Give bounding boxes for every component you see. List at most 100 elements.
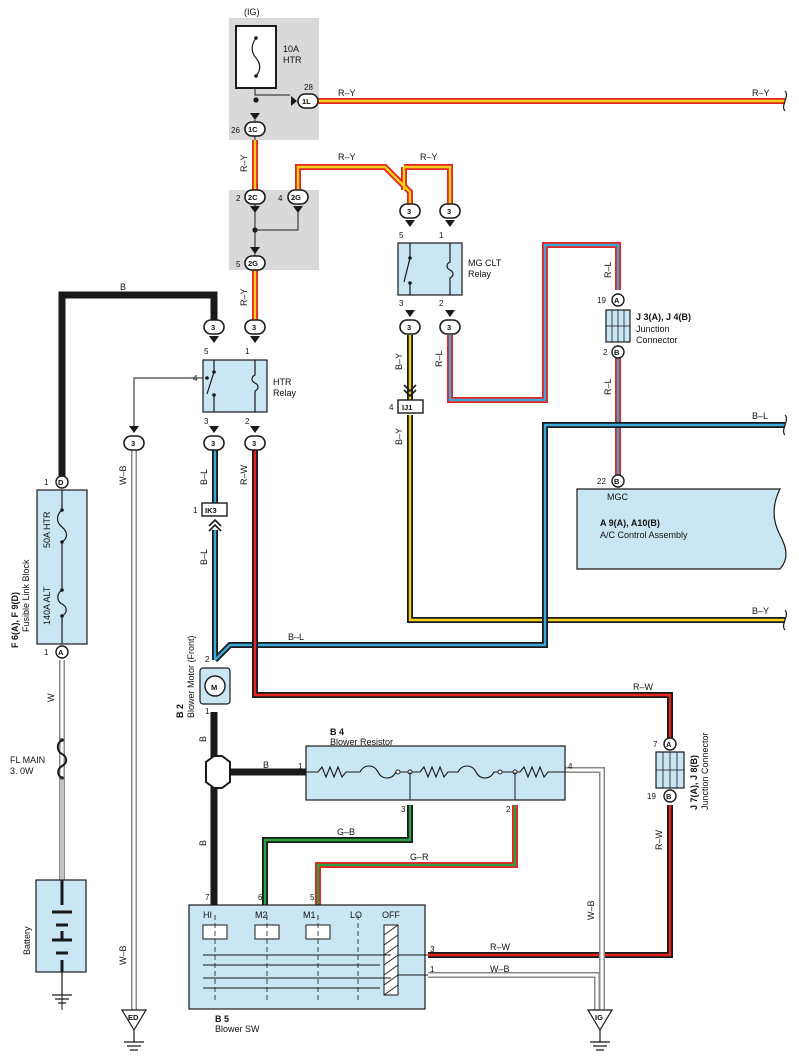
- pin-5-2g: 5: [236, 260, 241, 269]
- wc-bl-4: B–L: [288, 632, 304, 642]
- splice-octagon: [205, 755, 231, 789]
- ac-mgc: MGC: [607, 492, 628, 502]
- pin-3-htr-out: 3: [204, 417, 209, 426]
- ig-top-label: (IG): [244, 7, 260, 17]
- pin-4-htr: 4: [193, 374, 198, 383]
- fl-50a: 50A HTR: [42, 511, 52, 548]
- wc-wb-2: W–B: [118, 945, 128, 965]
- htr-relay-label-1: HTR: [273, 377, 292, 387]
- wc-rl-2: R–L: [434, 350, 444, 367]
- pin-19-j3: 19: [597, 296, 606, 305]
- wc-b-2: B: [263, 760, 269, 770]
- svg-text:3: 3: [447, 207, 451, 216]
- wc-wb-1: W–B: [118, 465, 128, 485]
- wc-wb-3: W–B: [586, 900, 596, 920]
- sw-m2: M2: [255, 910, 268, 920]
- connector-1l: 1L: [291, 93, 319, 109]
- connector-mgclt-out-2: 3: [439, 310, 461, 335]
- svg-text:3: 3: [447, 323, 451, 332]
- wc-bl-1: B–L: [752, 411, 768, 421]
- wc-gb: G–B: [337, 827, 355, 837]
- svg-text:3: 3: [131, 439, 135, 448]
- jc-top-title: J 3(A), J 4(B): [636, 312, 691, 322]
- mgclt-label-2: Relay: [468, 269, 492, 279]
- wc-rw-1: R–W: [239, 464, 249, 485]
- fl-block-sub: Fusible Link Block: [21, 559, 31, 632]
- pin-1-resistor: 1: [298, 762, 303, 771]
- wc-rl-3: R–L: [603, 378, 613, 395]
- pin-26: 26: [231, 126, 240, 135]
- wc-rw-3: R–W: [654, 829, 664, 850]
- fl-main-label-2: 3. 0W: [10, 766, 34, 776]
- ground-ig: [586, 1009, 614, 1051]
- pin-2-motor: 2: [205, 655, 210, 664]
- wc-w: W: [46, 693, 56, 702]
- svg-text:2G: 2G: [248, 259, 258, 268]
- wc-rw-4: R–W: [490, 942, 511, 952]
- jc-bot-title: J 7(A), J 8(B): [689, 755, 699, 810]
- wire-wb-right: [428, 767, 605, 1010]
- blower-switch: [188, 904, 428, 1010]
- wc-rl-1: R–L: [603, 261, 613, 278]
- wc-by-3: B–Y: [752, 606, 769, 616]
- wc-rw-2: R–W: [633, 682, 654, 692]
- wc-b-top: B: [120, 282, 126, 292]
- connector-mgclt-in-5: 3: [399, 203, 421, 227]
- pin-5-sw: 5: [310, 893, 315, 902]
- wire-gr: [315, 805, 518, 905]
- connector-2c: 2C: [244, 189, 266, 213]
- pin-2-mgclt-out: 2: [439, 299, 444, 308]
- pin-1-fl-a: 1: [44, 648, 49, 657]
- connector-htr-out-3: 3: [203, 426, 225, 451]
- mgclt-label-1: MG CLT: [468, 258, 502, 268]
- sw-lo: LO: [350, 910, 362, 920]
- wire-by: [407, 335, 785, 623]
- wire-b-thick: [58, 291, 306, 905]
- mg-clt-relay: [397, 242, 463, 296]
- wc-gr: G–R: [410, 852, 429, 862]
- sw-title: B 5: [215, 1014, 229, 1024]
- battery: [35, 879, 87, 973]
- battery-label: Battery: [22, 926, 32, 955]
- connector-mgclt-in-1: 3: [439, 203, 461, 227]
- svg-text:D: D: [58, 478, 64, 487]
- motor-sub: Blower Motor (Front): [186, 635, 196, 718]
- pin-28: 28: [304, 83, 313, 92]
- junction-dot-fuse: [253, 97, 259, 103]
- junction-dot-2c: [252, 227, 258, 233]
- ac-sub: A/C Control Assembly: [600, 530, 688, 540]
- svg-text:A: A: [666, 740, 672, 749]
- svg-text:2G: 2G: [291, 193, 301, 202]
- sw-off: OFF: [382, 910, 400, 920]
- sw-hi: HI: [203, 910, 212, 920]
- pin-3-mgclt-out: 3: [399, 299, 404, 308]
- pin-3-sw: 3: [430, 945, 435, 954]
- pin-1-fl-d: 1: [44, 478, 49, 487]
- wire-rw: [252, 445, 673, 958]
- fl-140a: 140A ALT: [42, 586, 52, 625]
- sw-m1: M1: [303, 910, 316, 920]
- pin-2-2c: 2: [236, 194, 241, 203]
- pin-22-ac: 22: [597, 477, 606, 486]
- pin-7-sw: 7: [205, 893, 210, 902]
- fl-main-fuse: [56, 738, 68, 880]
- wc-ry-2: R–Y: [752, 88, 770, 98]
- svg-text:B: B: [614, 477, 620, 486]
- wc-b-3: B: [198, 840, 208, 846]
- pin-1-mgclt: 1: [439, 231, 444, 240]
- jc-top-sub1: Junction: [636, 324, 670, 334]
- blower-motor: M: [199, 667, 231, 705]
- pin-1-ik3: 1: [193, 506, 198, 515]
- motor-symbol: M: [211, 683, 217, 692]
- wire-rl: [447, 242, 621, 480]
- wire-break-marks: [782, 90, 788, 631]
- connector-htr-in-5: 3: [203, 319, 225, 343]
- fuse-htr-amp: 10A: [283, 44, 299, 54]
- svg-text:3: 3: [252, 439, 256, 448]
- pin-4-resistor: 4: [568, 762, 573, 771]
- fl-main-label-1: FL MAIN: [10, 755, 45, 765]
- jc-top-sub2: Connector: [636, 335, 678, 345]
- svg-text:3: 3: [252, 323, 256, 332]
- pin-4-2g: 4: [278, 194, 283, 203]
